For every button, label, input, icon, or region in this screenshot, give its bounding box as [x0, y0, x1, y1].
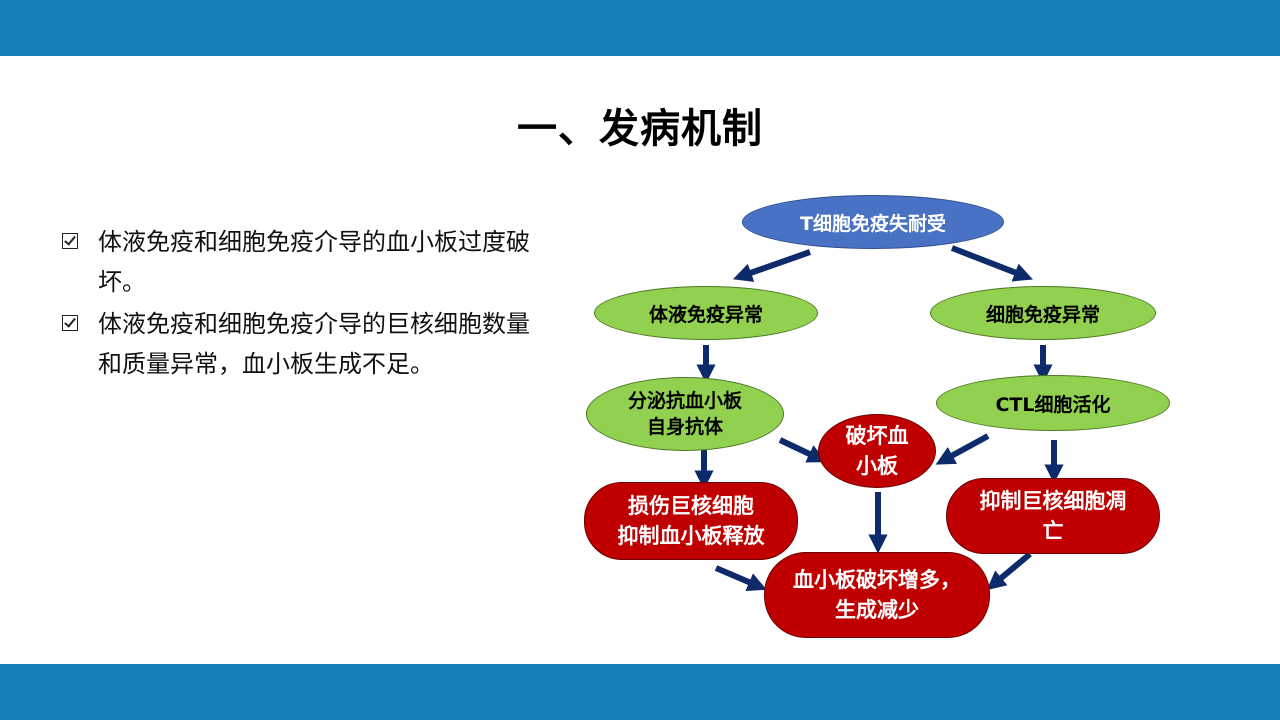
- node-destroy-line1: 破坏血: [845, 424, 909, 448]
- node-ctl: CTL细胞活化: [936, 375, 1170, 431]
- arrow-damage-to-result: [714, 565, 767, 592]
- top-banner: [0, 0, 1280, 56]
- arrow-ctl-to-destroy: [935, 433, 990, 465]
- node-cellular-label: 细胞免疫异常: [985, 303, 1100, 326]
- checkbox-icon: [62, 233, 78, 249]
- node-damage-line1: 损伤巨核细胞: [628, 494, 754, 518]
- node-result-line1: 血小板破坏增多，: [793, 568, 961, 592]
- node-apoptosis-line2: 亡: [1042, 519, 1064, 543]
- node-destroy: 破坏血 小板: [818, 414, 936, 488]
- bullet-text: 体液免疫和细胞免疫介导的巨核细胞数量和质量异常，血小板生成不足。: [98, 310, 530, 378]
- bullet-text: 体液免疫和细胞免疫介导的血小板过度破坏。: [98, 228, 530, 296]
- node-root: T细胞免疫失耐受: [742, 195, 1004, 249]
- arrow-root-to-cellular: [950, 245, 1033, 282]
- node-antibody-line1: 分泌抗血小板: [627, 390, 742, 412]
- node-apoptosis-line1: 抑制巨核细胞凋: [979, 489, 1127, 513]
- bullet-item: 体液免疫和细胞免疫介导的血小板过度破坏。: [62, 222, 542, 302]
- bullet-list: 体液免疫和细胞免疫介导的血小板过度破坏。 体液免疫和细胞免疫介导的巨核细胞数量和…: [62, 222, 542, 386]
- node-cellular: 细胞免疫异常: [930, 286, 1156, 340]
- page-title: 一、发病机制: [517, 106, 763, 152]
- node-result-line2: 生成减少: [835, 598, 919, 622]
- node-humoral-label: 体液免疫异常: [648, 303, 763, 326]
- bullet-item: 体液免疫和细胞免疫介导的巨核细胞数量和质量异常，血小板生成不足。: [62, 304, 542, 384]
- node-result: 血小板破坏增多， 生成减少: [764, 552, 990, 638]
- node-destroy-line2: 小板: [856, 454, 898, 478]
- node-humoral: 体液免疫异常: [594, 286, 818, 340]
- node-damage-line2: 抑制血小板释放: [617, 524, 765, 548]
- checkbox-icon: [62, 315, 78, 331]
- arrow-apoptosis-to-result: [986, 551, 1032, 591]
- arrow-root-to-humoral: [732, 249, 811, 282]
- node-root-label: T细胞免疫失耐受: [800, 212, 946, 235]
- node-apoptosis: 抑制巨核细胞凋 亡: [946, 478, 1160, 554]
- node-antibody: 分泌抗血小板 自身抗体: [586, 377, 784, 451]
- arrow-antibody-to-destroy: [778, 437, 827, 463]
- node-antibody-line2: 自身抗体: [646, 416, 723, 438]
- node-damage: 损伤巨核细胞 抑制血小板释放: [584, 482, 798, 560]
- node-ctl-label: CTL细胞活化: [995, 393, 1111, 416]
- bottom-banner: [0, 664, 1280, 720]
